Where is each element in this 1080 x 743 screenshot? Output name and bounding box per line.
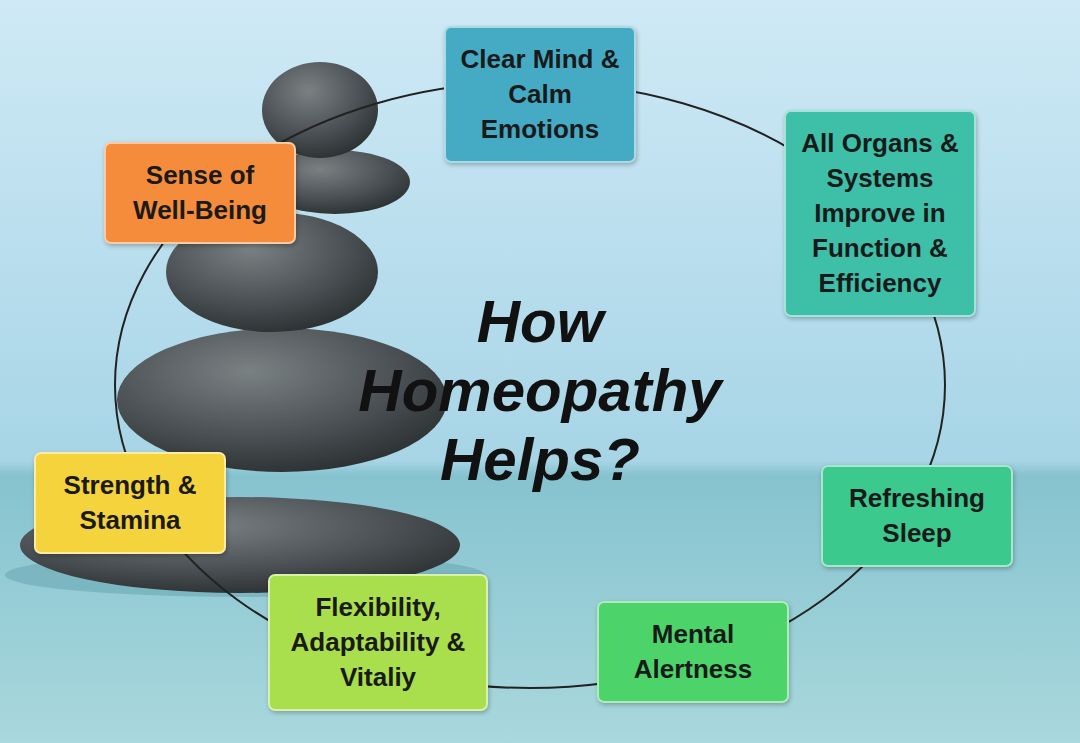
benefit-label: All Organs & Systems Improve in Function… bbox=[796, 126, 964, 301]
benefit-label: Clear Mind & Calm Emotions bbox=[456, 42, 624, 147]
benefit-box: All Organs & Systems Improve in Function… bbox=[784, 110, 976, 317]
benefit-box: Flexibility, Adaptability & Vitaliy bbox=[268, 574, 488, 711]
benefit-label: Mental Alertness bbox=[609, 617, 777, 687]
benefit-box: Clear Mind & Calm Emotions bbox=[444, 26, 636, 163]
benefit-label: Sense of Well-Being bbox=[116, 158, 284, 228]
benefit-box: Strength & Stamina bbox=[34, 452, 226, 554]
benefit-label: Strength & Stamina bbox=[46, 468, 214, 538]
benefit-box: Sense of Well-Being bbox=[104, 142, 296, 244]
benefit-label: Refreshing Sleep bbox=[833, 481, 1001, 551]
benefit-box: Mental Alertness bbox=[597, 601, 789, 703]
benefit-box: Refreshing Sleep bbox=[821, 465, 1013, 567]
benefit-label: Flexibility, Adaptability & Vitaliy bbox=[280, 590, 476, 695]
diagram-title: How Homeopathy Helps? bbox=[320, 287, 760, 494]
